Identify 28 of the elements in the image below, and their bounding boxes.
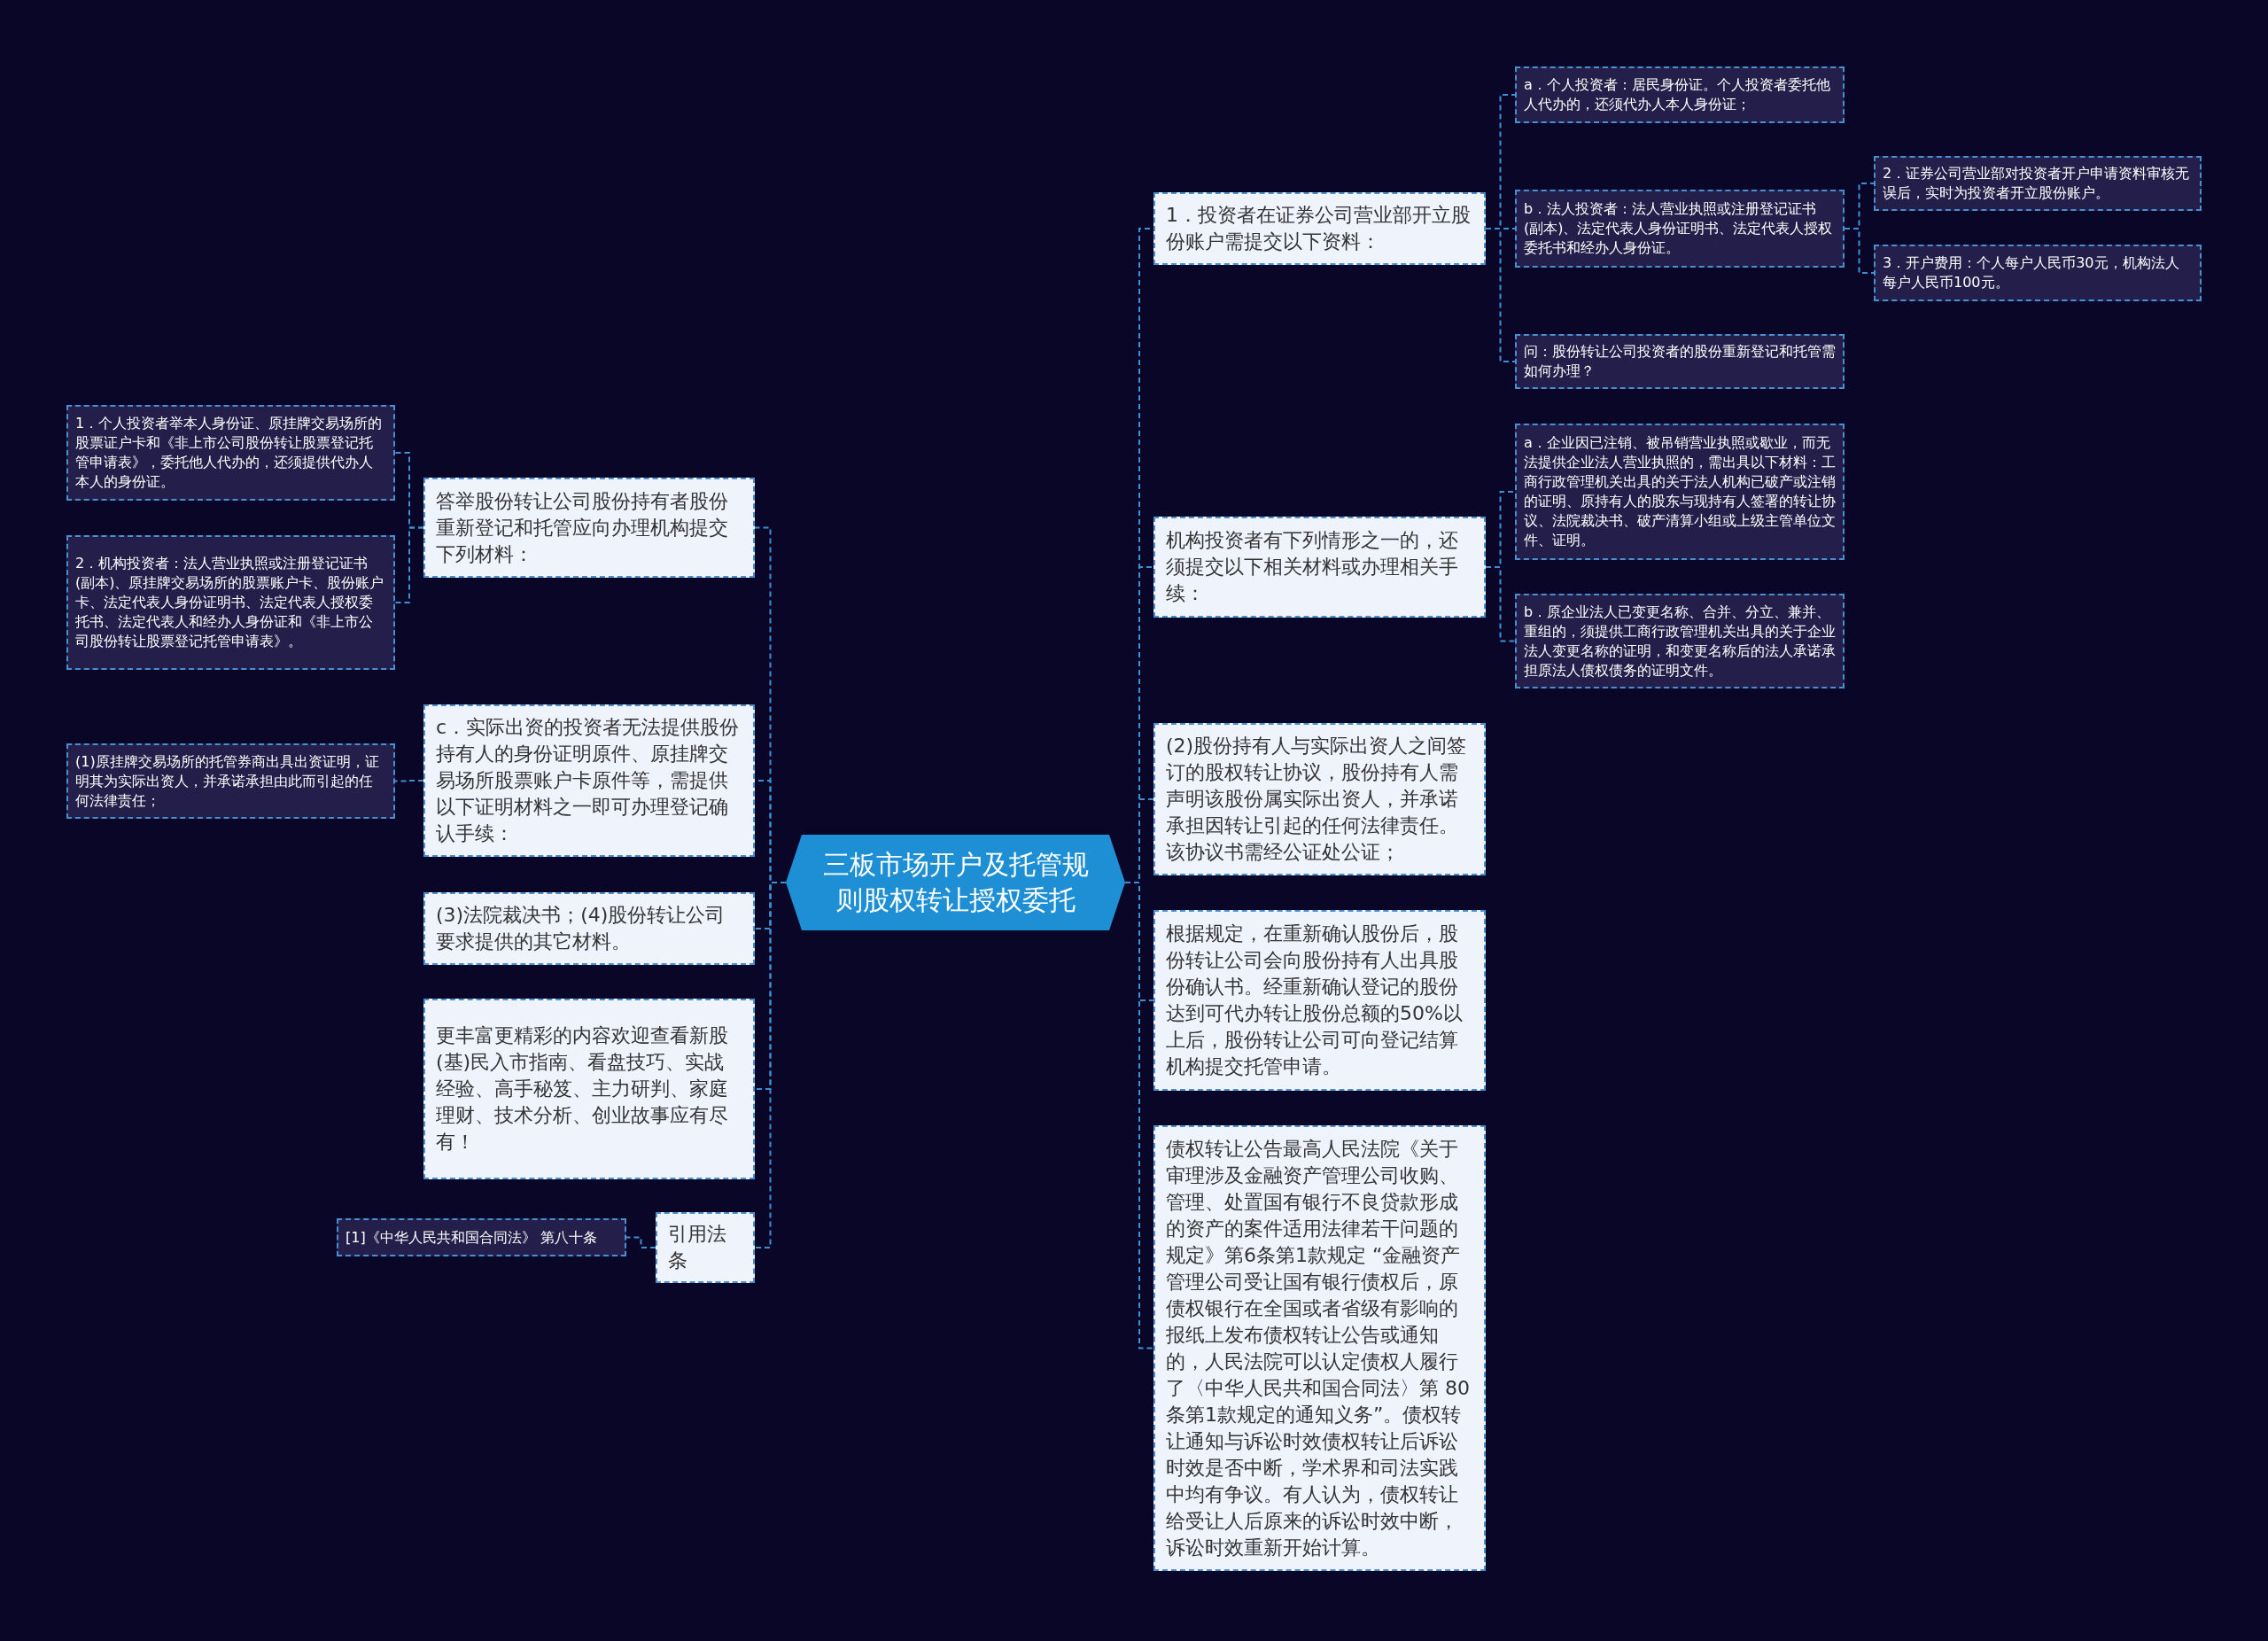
connector-line [1844,228,1875,274]
subtopic-box: 3．开户费用：个人每户人民币30元，机构法人每户人民币100元。 [1874,245,2202,301]
connector-line [625,1236,656,1248]
connector-line [1485,566,1516,642]
subtopic-box: a．个人投资者：居民身份证。个人投资者委托他人代办的，还须代办人本人身份证； [1515,66,1845,123]
topic-box: 答举股份转让公司股份持有者股份重新登记和托管应向办理机构提交下列材料： [423,478,755,578]
subtopic-box: 2．证券公司营业部对投资者开户申请资料审核无误后，实时为投资者开立股份账户。 [1874,156,2202,211]
topic-box: 根据规定，在重新确认股份后，股份转让公司会向股份持有人出具股份确认书。经重新确认登记的股份达到可代办转让股份总额的50%以上后，股份转让公司可向登记结算机构提交托管申请。 [1153,910,1486,1091]
central-topic-box: 三板市场开户及托管规则股权转让授权委托 [786,835,1125,930]
connector-line [394,526,424,603]
connector-line [1485,228,1516,362]
subtopic-box: 问：股份转让公司投资者的股份重新登记和托管需如何办理？ [1515,334,1845,389]
topic-box: 1．投资者在证券公司营业部开立股份账户需提交以下资料： [1153,192,1486,265]
topic-box: c．实际出资的投资者无法提供股份持有人的身份证明原件、原挂牌交易场所股票账户卡原件等，需提供以下证明材料之一即可办理登记确认手续： [423,704,755,857]
subtopic-box: b．法人投资者：法人营业执照或注册登记证书(副本)、法定代表人身份证明书、法定代表人授权委托书和经办人身份证。 [1515,190,1845,268]
connector-line [394,780,424,782]
topic-box: 更丰富更精彩的内容欢迎查看新股(基)民入市指南、看盘技巧、实战经验、高手秘笈、主力研判、家庭理财、技术分析、创业故事应有尽有！ [423,999,755,1179]
subtopic-box: 1．个人投资者举本人身份证、原挂牌交易场所的股票证户卡和《非上市公司股份转让股票登记托管申请表》，委托他人代办的，还须提供代办人本人的身份证。 [66,405,395,501]
subtopic-box: a．企业因已注销、被吊销营业执照或歇业，而无法提供企业法人营业执照的，需出具以下材料：工商行政管理机关出具的关于法人机构已破产或注销的证明、原持有人的股东与现持有人签署的转让协议、法院裁决书、破产清算小组或上级主管单位文件、证明。 [1515,424,1845,560]
topic-box: 引用法条 [656,1212,755,1283]
topic-box: 机构投资者有下列情形之一的，还须提交以下相关材料或办理相关手续： [1153,517,1486,618]
subtopic-box: (1)原挂牌交易场所的托管券商出具出资证明，证明其为实际出资人，并承诺承担由此而引起的任何法律责任； [66,743,395,819]
subtopic-box: b．原企业法人已变更名称、合并、分立、兼并、重组的，须提供工商行政管理机关出具的关于企业法人变更名称的证明，和变更名称后的法人承诺承担原法人债权债务的证明文件。 [1515,594,1845,688]
subtopic-box: [1]《中华人民共和国合同法》 第八十条 [337,1218,626,1256]
topic-box: 债权转让公告最高人民法院《关于审理涉及金融资产管理公司收购、管理、处置国有银行不良贷款形成的资产的案件适用法律若干问题的规定》第6条第1款规定 “金融资产管理公司受让国有银行债权后，原债权银行在全国或者省级有影响的报纸上发布债权转让公告或通知的，人民法院可以认定债权人履行了〈中华人民共和国合同法〉第 80条第1款规定的通知义务”。债权转让通知与诉讼时效债权转让后诉讼时效是否中断，学术界和司法实践中均有争议。有人认为，债权转让给受让人后原来的诉讼时效中断，诉讼时效重新开始计算。 [1153,1125,1486,1571]
topic-box: (2)股份持有人与实际出资人之间签订的股权转让协议，股份持有人需声明该股份属实际出资人，并承诺承担因转让引起的任何法律责任。该协议书需经公证处公证； [1153,723,1486,875]
topic-box: (3)法院裁决书；(4)股份转让公司要求提供的其它材料。 [423,892,755,965]
subtopic-box: 2．机构投资者：法人营业执照或注册登记证书(副本)、原挂牌交易场所的股票账户卡、股份账户卡、法定代表人身份证明书、法定代表人授权委托书、法定代表人和经办人身份证和《非上市公司股份转让股票登记托管申请表》。 [66,535,395,670]
